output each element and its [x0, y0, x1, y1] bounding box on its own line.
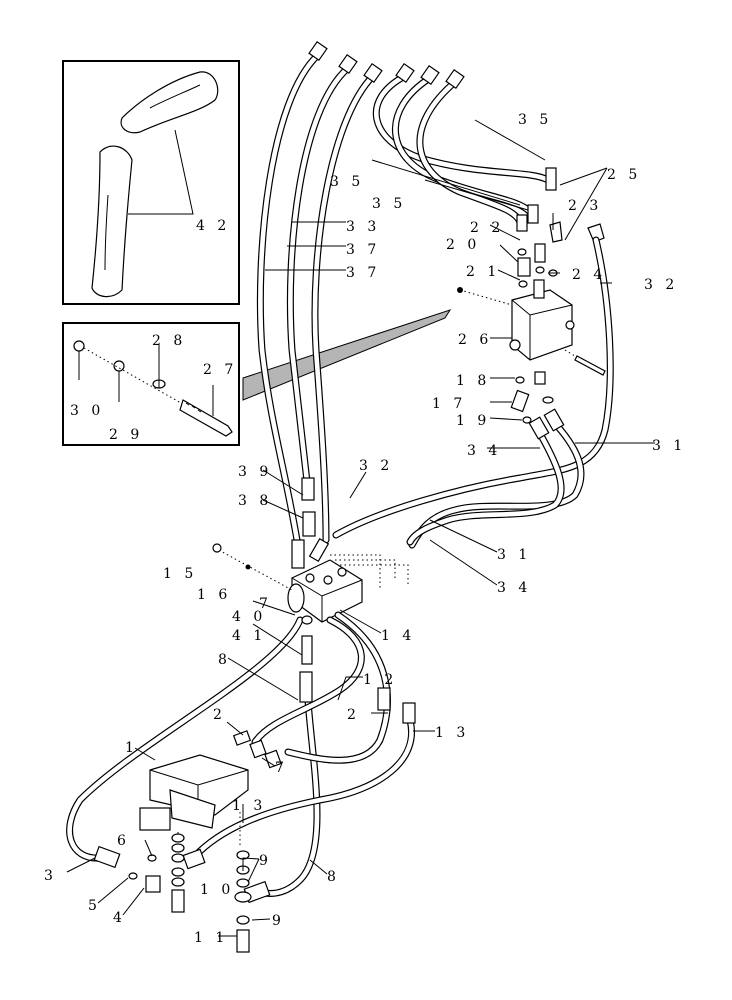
callout-12: 1 2 — [363, 672, 397, 688]
callout-13-lower: 1 3 — [232, 798, 266, 814]
callout-2-right: 2 — [347, 707, 360, 723]
callout-31-upper: 3 1 — [652, 438, 686, 454]
callout-37-lower: 3 7 — [346, 265, 380, 281]
callout-35-mid: 3 5 — [372, 196, 406, 212]
callout-21: 2 1 — [466, 264, 500, 280]
callout-9-lower: 9 — [272, 913, 285, 929]
callout-29: 2 9 — [109, 427, 143, 443]
callout-20: 2 0 — [446, 237, 480, 253]
callout-10: 1 0 — [200, 882, 234, 898]
callout-15: 1 5 — [163, 566, 197, 582]
callout-31-lower: 3 1 — [497, 547, 531, 563]
callout-7-upper: 7 — [259, 596, 272, 612]
callout-14: 1 4 — [381, 628, 415, 644]
callout-27: 2 7 — [203, 362, 237, 378]
callout-1: 1 — [125, 740, 138, 756]
callout-35-top: 3 5 — [518, 112, 552, 128]
callout-9-upper: 9 — [259, 853, 272, 869]
callout-23: 2 3 — [568, 198, 602, 214]
lower-hoses — [66, 611, 416, 897]
callout-34-lower: 3 4 — [497, 580, 531, 596]
callout-39: 3 9 — [238, 464, 272, 480]
callout-37-upper: 3 7 — [346, 242, 380, 258]
leader-lines — [66, 119, 655, 937]
return-hoses — [332, 236, 614, 549]
upper-hose-bundle — [256, 51, 552, 544]
callout-11: 1 1 — [194, 930, 228, 946]
detail-pointer-wedge — [242, 309, 452, 401]
callout-labels: 4 2 3 5 3 5 3 5 2 5 2 3 2 2 3 3 3 7 3 7 … — [44, 112, 686, 946]
callout-13-right: 1 3 — [435, 725, 469, 741]
callout-8-upper: 8 — [218, 652, 231, 668]
callout-24: 2 4 — [572, 267, 606, 283]
callout-22: 2 2 — [470, 220, 504, 236]
callout-28: 2 8 — [152, 333, 186, 349]
central-manifold-14 — [212, 477, 409, 623]
callout-8-lower: 8 — [327, 869, 340, 885]
callout-41: 4 1 — [232, 628, 266, 644]
callout-19: 1 9 — [456, 413, 490, 429]
callout-34-upper: 3 4 — [467, 443, 501, 459]
callout-25: 2 5 — [607, 167, 641, 183]
callout-7-lower: 7 — [275, 760, 288, 776]
callout-42: 4 2 — [196, 218, 230, 234]
callout-30: 3 0 — [70, 403, 104, 419]
callout-17: 1 7 — [432, 396, 466, 412]
callout-2-left: 2 — [213, 707, 226, 723]
callout-3: 3 — [44, 868, 57, 884]
callout-4: 4 — [113, 910, 126, 926]
callout-40: 4 0 — [232, 609, 266, 625]
callout-16: 1 6 — [197, 587, 231, 603]
inset-bolt-detail — [62, 322, 240, 446]
callout-5: 5 — [88, 898, 101, 914]
callout-33: 3 3 — [346, 219, 380, 235]
callout-6: 6 — [117, 833, 130, 849]
callout-32-right: 3 2 — [644, 277, 678, 293]
callout-38: 3 8 — [238, 493, 272, 509]
callout-32-center: 3 2 — [359, 458, 393, 474]
washer-stack — [128, 833, 252, 953]
valve-block-26 — [457, 279, 606, 376]
top-fittings — [308, 40, 557, 232]
callout-26: 2 6 — [458, 332, 492, 348]
inset-hose-detail — [62, 60, 240, 305]
callout-18: 1 8 — [456, 373, 490, 389]
callout-35-left: 3 5 — [330, 174, 364, 190]
